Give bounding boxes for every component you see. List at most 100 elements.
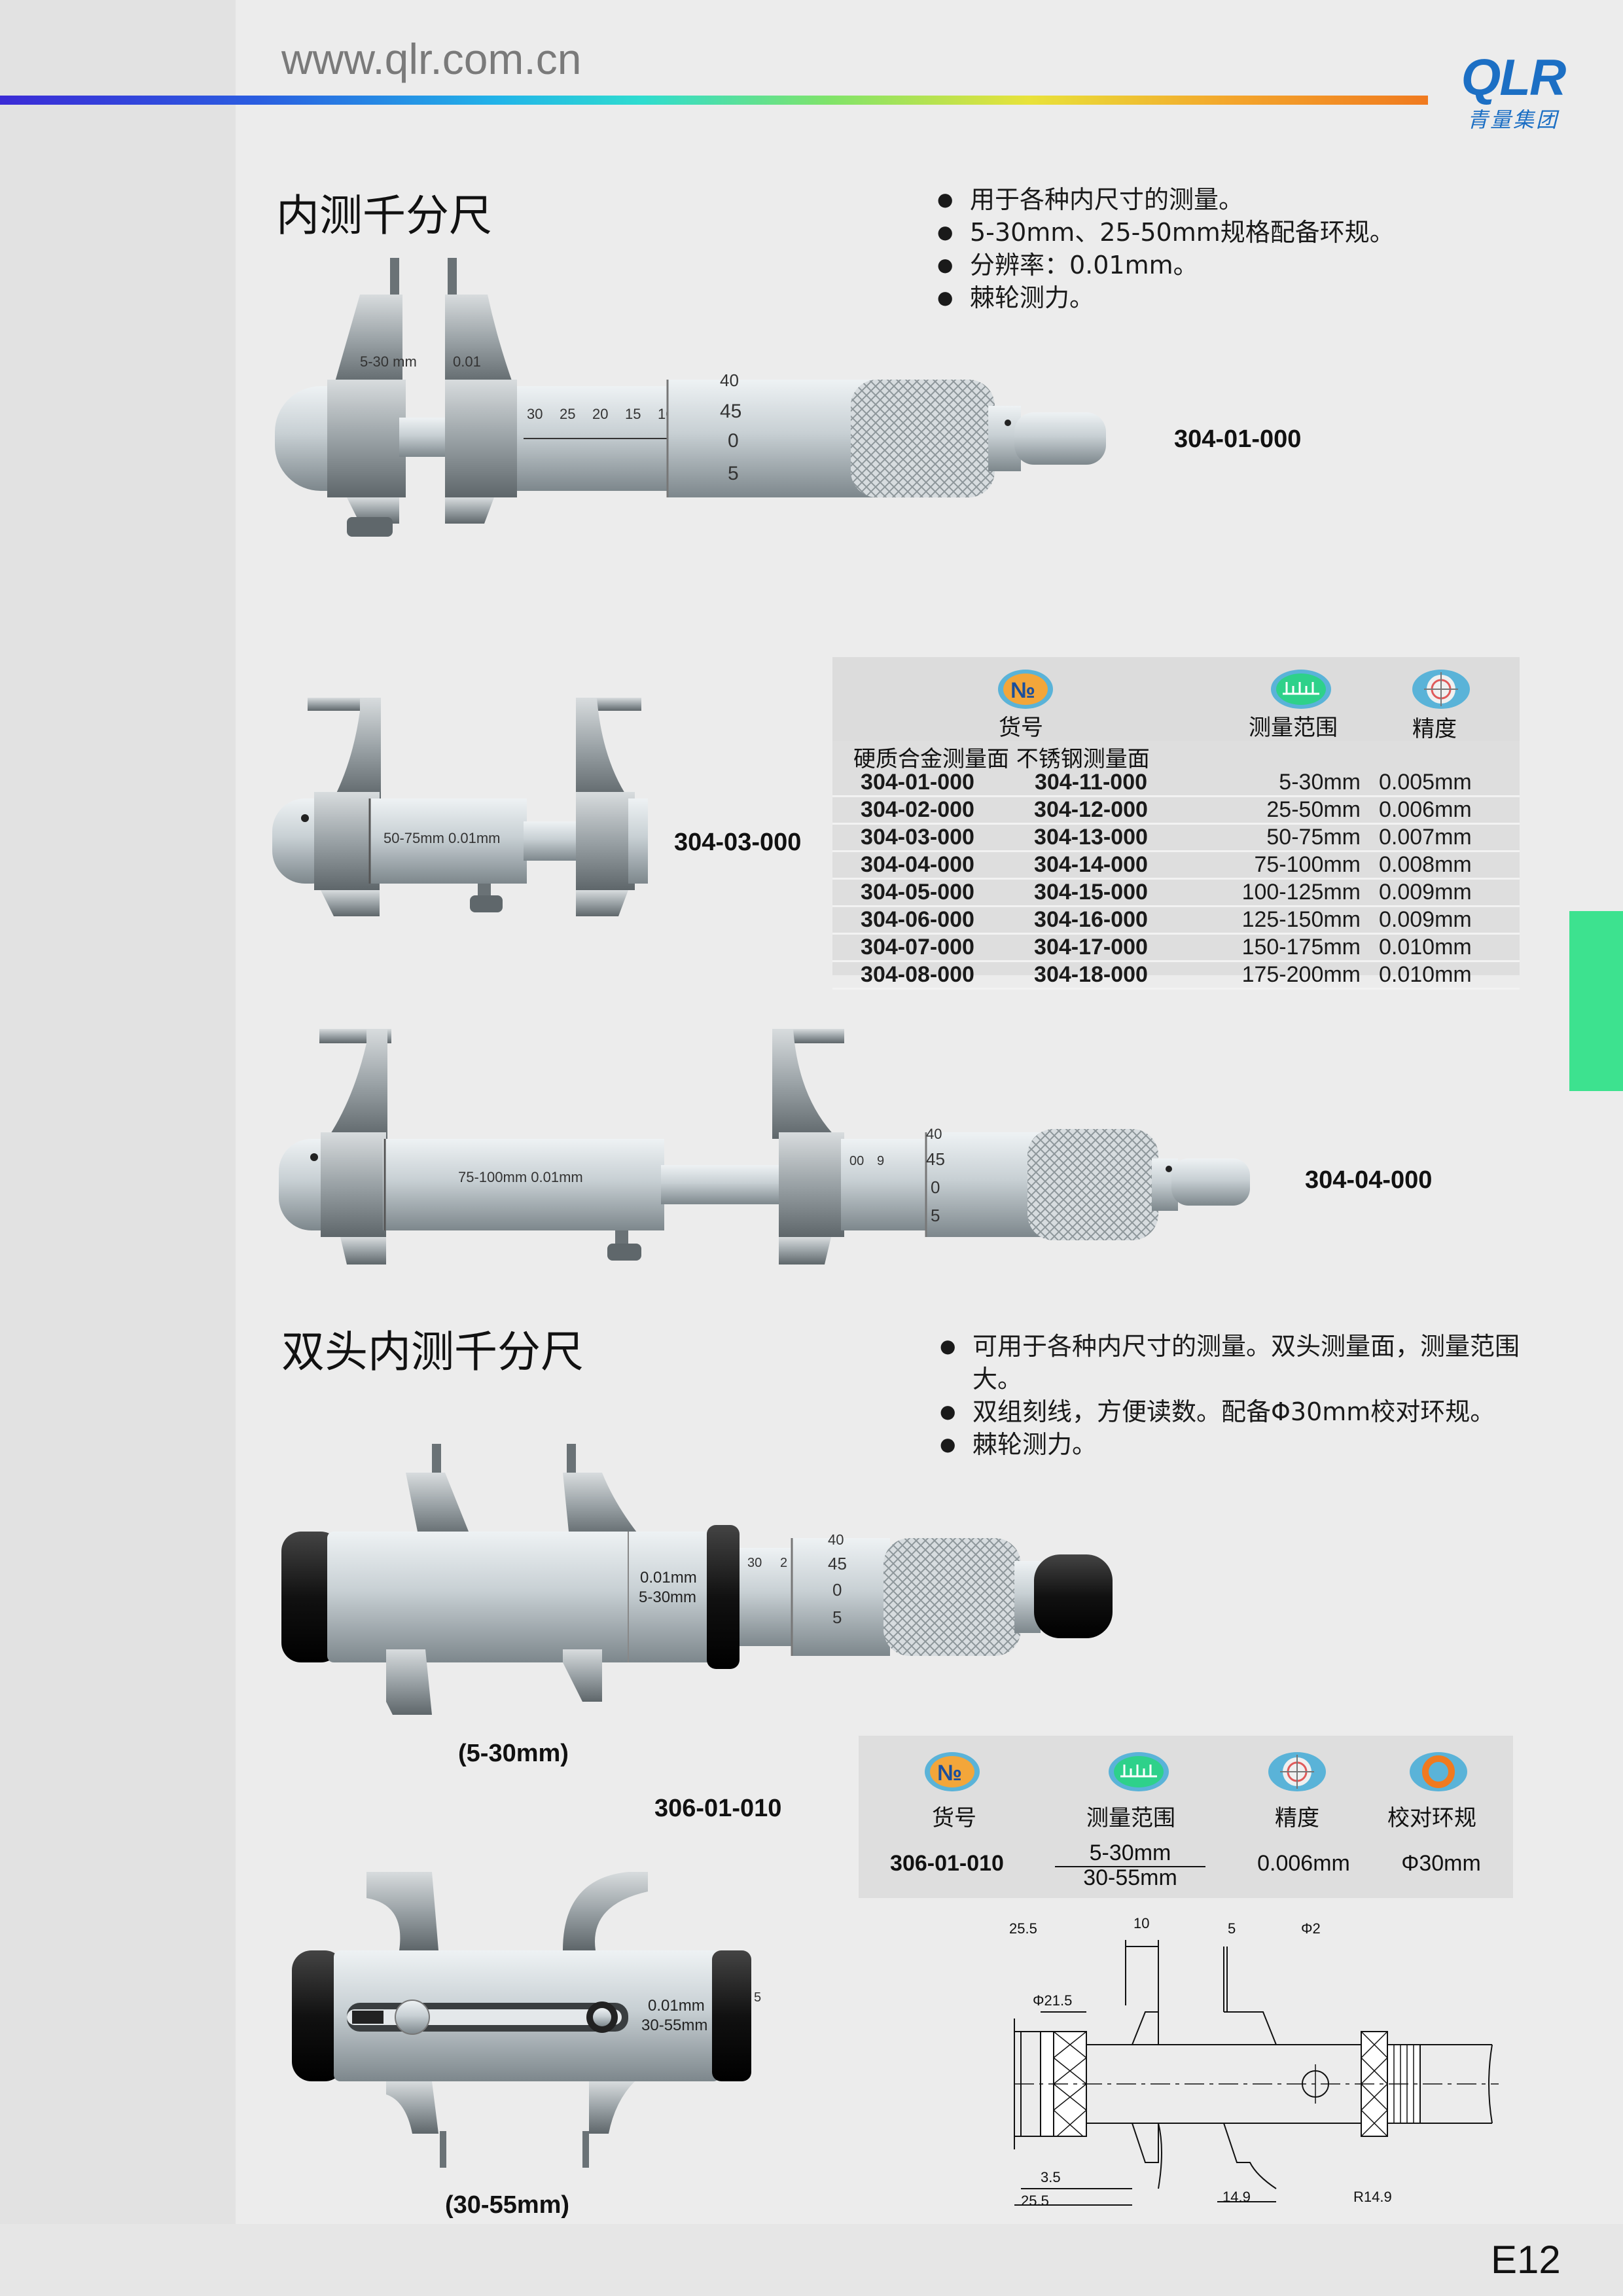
svg-text:40: 40 [828, 1532, 844, 1548]
svg-text:15: 15 [625, 406, 641, 422]
website-url: www.qlr.com.cn [281, 35, 582, 83]
svg-text:25: 25 [560, 406, 575, 422]
range-cell: 150-175mm [1179, 933, 1379, 962]
bullet: 用于各种内尺寸的测量。 [937, 183, 1395, 216]
svg-text:0: 0 [832, 1580, 842, 1600]
pa-range: 5-30mm [639, 1588, 696, 1606]
double-micrometer-5-30-image: 0.01mm 5-30mm 30 2 40 45 0 5 [281, 1444, 1113, 1715]
range-cell: 75-100mm [1179, 851, 1379, 880]
dim: 25.5 [1021, 2193, 1049, 2209]
header-rainbow-rule [0, 96, 1428, 105]
svg-text:40: 40 [926, 1126, 942, 1142]
section-tab [1569, 911, 1623, 1091]
accuracy-cell: 0.009mm [1379, 906, 1520, 935]
pa-scale: 30 [747, 1556, 762, 1570]
item-number-icon: № [998, 670, 1053, 709]
section2-title: 双头内测千分尺 [281, 1327, 584, 1377]
t2-header-code: 货号 [932, 1805, 976, 1831]
steel-code: 304-15-000 [1003, 878, 1179, 907]
range-cell: 25-50mm [1179, 796, 1379, 825]
p1-res-label: 0.01 [453, 353, 481, 370]
logo-text: 青量集团 [1467, 107, 1559, 132]
accuracy-cell: 0.009mm [1379, 878, 1520, 907]
dim: 5 [1228, 1920, 1236, 1937]
steel-code: 304-16-000 [1003, 906, 1179, 935]
carbide-code: 304-03-000 [832, 823, 1003, 852]
pb-res: 0.01mm [648, 1997, 705, 2015]
bullet: 棘轮测力。 [937, 281, 1395, 314]
bullet: 5-30mm、25-50mm规格配备环规。 [937, 216, 1395, 249]
accuracy-cell: 0.010mm [1379, 961, 1520, 990]
range-icon [1109, 1752, 1169, 1791]
dim: 10 [1133, 1915, 1149, 1931]
t2-accuracy: 0.006mm [1257, 1851, 1350, 1876]
header-subtitle: 硬质合金测量面 不锈钢测量面 [853, 746, 1150, 772]
carbide-code: 304-01-000 [832, 770, 1003, 797]
p3-label: 75-100mm 0.01mm [458, 1169, 583, 1185]
range-cell: 125-150mm [1179, 906, 1379, 935]
header-range: 测量范围 [1249, 715, 1338, 741]
steel-code: 304-17-000 [1003, 933, 1179, 962]
steel-code: 304-12-000 [1003, 796, 1179, 825]
page-number: E12 [1491, 2238, 1561, 2282]
section1-title: 内测千分尺 [276, 190, 492, 241]
carbide-code: 304-05-000 [832, 878, 1003, 907]
dim: 14.9 [1222, 2189, 1251, 2205]
svg-text:30: 30 [527, 406, 543, 422]
p3-scale: 00 [849, 1154, 864, 1168]
dim: Φ21.5 [1033, 1992, 1072, 2009]
pa-res: 0.01mm [640, 1569, 697, 1587]
svg-text:0: 0 [931, 1177, 940, 1197]
product-code-306-01: 306-01-010 [654, 1795, 782, 1822]
steel-code: 304-18-000 [1003, 961, 1179, 990]
steel-code: 304-11-000 [1003, 770, 1179, 797]
ring-gauge-icon [1410, 1752, 1467, 1791]
dim: Φ2 [1301, 1920, 1321, 1937]
range-cell: 5-30mm [1179, 770, 1379, 797]
product-code-304-01: 304-01-000 [1174, 425, 1302, 453]
t2-range2: 30-55mm [1083, 1865, 1177, 1890]
spec-table-1-header [832, 657, 1520, 741]
t2-code: 306-01-010 [890, 1851, 1004, 1876]
svg-text:№: № [937, 1761, 962, 1785]
header-accuracy: 精度 [1412, 716, 1457, 742]
p1-range-label: 5-30 mm [360, 353, 417, 370]
carbide-code: 304-07-000 [832, 933, 1003, 962]
accuracy-icon [1412, 670, 1470, 709]
range-icon [1271, 670, 1331, 709]
dim: R14.9 [1353, 2189, 1392, 2205]
steel-code: 304-13-000 [1003, 823, 1179, 852]
p3-scale: 9 [877, 1154, 884, 1168]
section1-bullets: 用于各种内尺寸的测量。 5-30mm、25-50mm规格配备环规。 分辨率：0.… [937, 183, 1395, 314]
range-cell: 175-200mm [1179, 961, 1379, 990]
pb-range: 30-55mm [641, 2017, 707, 2034]
p2-label: 50-75mm 0.01mm [383, 830, 501, 846]
accuracy-cell: 0.006mm [1379, 796, 1520, 825]
carbide-code: 304-02-000 [832, 796, 1003, 825]
t2-header-accuracy: 精度 [1275, 1805, 1319, 1831]
svg-text:5: 5 [832, 1607, 842, 1627]
dim: 3.5 [1041, 2169, 1061, 2185]
t2-header-ring: 校对环规 [1387, 1805, 1476, 1831]
pb-side: 5 [754, 1990, 761, 2005]
carbide-code: 304-04-000 [832, 851, 1003, 880]
svg-text:№: № [1010, 678, 1035, 703]
brand-logo: QLR 青量集团 [1448, 51, 1578, 134]
bottom-bar [0, 2224, 1623, 2296]
header-code: 货号 [999, 715, 1043, 741]
svg-text:5: 5 [728, 463, 739, 484]
bullet: 可用于各种内尺寸的测量。双头测量面，测量范围大。 [940, 1330, 1529, 1395]
svg-text:0: 0 [728, 430, 739, 452]
bullet: 双组刻线，方便读数。配备Φ30mm校对环规。 [940, 1395, 1529, 1428]
technical-drawing: 25.5 10 5 Φ2 Φ21.5 3.5 25.5 14.9 R14.9 [1009, 1915, 1499, 2209]
svg-text:20: 20 [592, 406, 608, 422]
left-band [0, 0, 236, 2296]
dim: 25.5 [1009, 1920, 1037, 1937]
